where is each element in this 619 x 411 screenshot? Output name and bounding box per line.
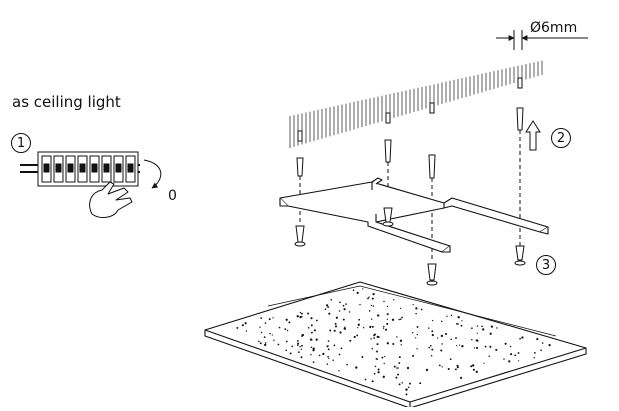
ceiling-section: [289, 60, 543, 148]
caption-as-ceiling-light: as ceiling light: [12, 93, 121, 111]
step-2-marker: 2: [551, 128, 571, 148]
panel-star-pattern: [236, 288, 551, 396]
breaker-off-label: 0: [168, 188, 177, 204]
mounting-bracket: [279, 177, 549, 253]
drill-diameter-label: Ø6mm: [530, 20, 578, 36]
wall-plugs: [296, 107, 524, 179]
step-3-marker: 3: [536, 255, 556, 275]
ceiling-plug-holes: [297, 77, 523, 142]
screws: [294, 207, 526, 286]
circuit-breaker-switch: [20, 151, 162, 189]
step-1-marker: 1: [11, 133, 31, 153]
led-panel: [204, 281, 587, 409]
drill-diameter-dimension: [496, 30, 588, 50]
hand-icon: [89, 181, 133, 218]
insert-arrow: [525, 120, 541, 151]
